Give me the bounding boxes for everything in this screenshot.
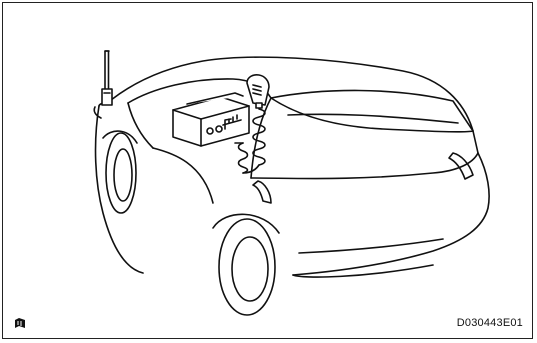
car-body	[94, 57, 489, 315]
figure-id-label: D030443E01	[457, 317, 523, 329]
vehicle-illustration	[3, 3, 534, 340]
microphone-icon	[247, 75, 269, 108]
figure-frame: D030443E01	[2, 2, 533, 339]
radio-transceiver-icon	[173, 93, 249, 146]
book-icon	[14, 318, 26, 329]
antenna-icon	[102, 51, 112, 105]
